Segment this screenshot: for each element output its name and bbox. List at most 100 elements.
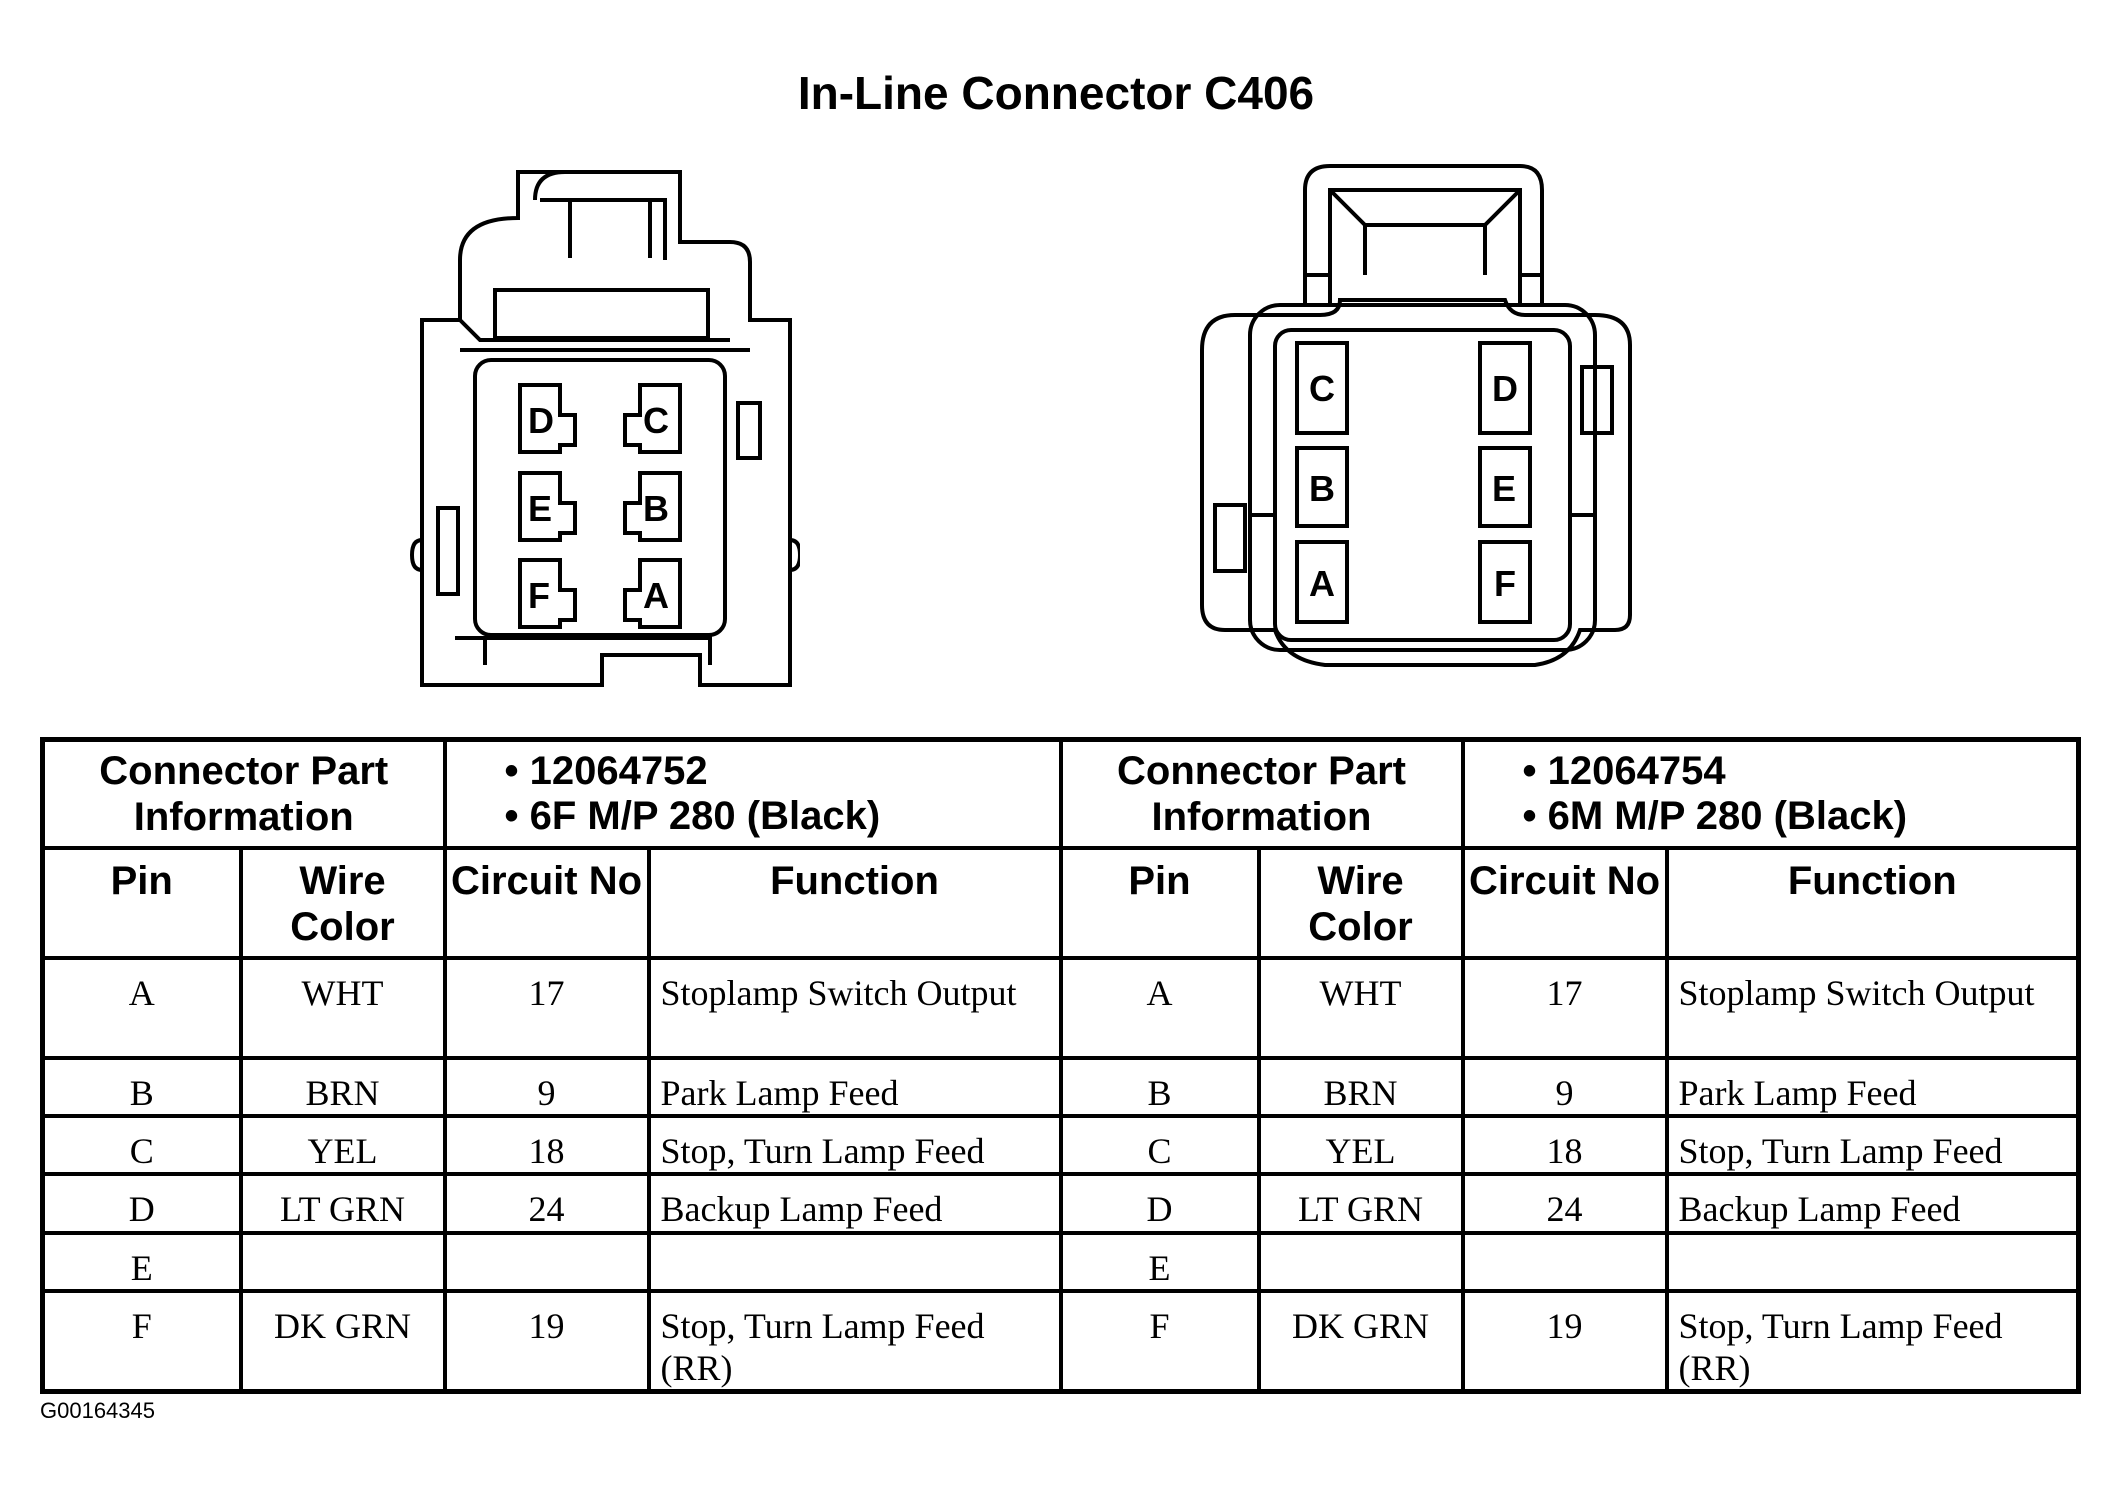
left-function-cell: Stoplamp Switch Output <box>646 955 1063 1061</box>
right-part-label: Connector Part Information <box>1058 737 1465 850</box>
left-circuit-no-cell: 24 <box>442 1172 651 1235</box>
right-pin-e-label: E <box>1492 468 1516 509</box>
right-wire-color-cell: LT GRN <box>1256 1172 1465 1235</box>
left-header-wire-color: Wire Color <box>238 845 447 961</box>
right-circuit-no-cell: 18 <box>1460 1114 1669 1177</box>
left-circuit-no-cell <box>442 1230 651 1293</box>
left-pin-c: C <box>623 383 682 454</box>
left-pin-b-label: B <box>643 488 669 529</box>
right-part-numbers: • 12064754 • 6M M/P 280 (Black) <box>1460 737 2081 850</box>
left-part-numbers: • 12064752 • 6F M/P 280 (Black) <box>442 737 1063 850</box>
part-info-row: Connector Part Information • 12064752 • … <box>40 737 2081 850</box>
right-pin-cell: B <box>1058 1056 1261 1119</box>
left-wire-color-cell: BRN <box>238 1056 447 1119</box>
left-pin-d: D <box>518 383 577 454</box>
left-part-description: • 6F M/P 280 (Black) <box>504 793 881 838</box>
right-function-cell: Backup Lamp Feed <box>1664 1172 2081 1235</box>
right-wire-color-cell: DK GRN <box>1256 1288 1465 1394</box>
left-pin-cell: E <box>40 1230 243 1293</box>
left-circuit-no-cell: 19 <box>442 1288 651 1394</box>
figure-code: G00164345 <box>40 1398 155 1423</box>
right-pin-e: E <box>1478 446 1532 528</box>
right-pin-a: A <box>1295 540 1349 624</box>
left-connector-drawing: D C E B F A <box>409 170 800 687</box>
left-wire-color-cell <box>238 1230 447 1293</box>
left-pin-e: E <box>518 471 577 542</box>
right-pin-d: D <box>1478 341 1532 435</box>
right-connector-drawing: C D B E A F <box>1200 164 1632 667</box>
right-function-cell: Park Lamp Feed <box>1664 1056 2081 1119</box>
left-header-function: Function <box>646 845 1063 961</box>
right-pin-a-label: A <box>1309 563 1335 604</box>
right-circuit-no-cell: 19 <box>1460 1288 1669 1394</box>
right-header-wire-color: Wire Color <box>1256 845 1465 961</box>
left-pin-a: A <box>623 558 682 629</box>
left-pin-cell: D <box>40 1172 243 1235</box>
left-header-circuit-no: Circuit No <box>442 845 651 961</box>
right-wire-color-cell <box>1256 1230 1465 1293</box>
right-circuit-no-cell: 17 <box>1460 955 1669 1061</box>
left-pin-d-label: D <box>528 400 554 441</box>
left-pin-c-label: C <box>643 400 669 441</box>
right-wire-color-cell: WHT <box>1256 955 1465 1061</box>
left-pin-cell: A <box>40 955 243 1061</box>
right-part-number: • 12064754 <box>1522 748 1726 793</box>
right-function-cell: Stop, Turn Lamp Feed <box>1664 1114 2081 1177</box>
left-circuit-no-cell: 9 <box>442 1056 651 1119</box>
left-wire-color-cell: YEL <box>238 1114 447 1177</box>
right-pin-b-label: B <box>1309 468 1335 509</box>
right-pin-cell: F <box>1058 1288 1261 1394</box>
right-wire-color-cell: YEL <box>1256 1114 1465 1177</box>
right-pin-c: C <box>1295 341 1349 435</box>
right-pin-b: B <box>1295 446 1349 528</box>
right-pin-cell: A <box>1058 955 1261 1061</box>
left-part-number: • 12064752 <box>504 748 708 793</box>
right-part-description: • 6M M/P 280 (Black) <box>1522 793 1908 838</box>
left-pin-cell: B <box>40 1056 243 1119</box>
right-circuit-no-cell: 9 <box>1460 1056 1669 1119</box>
right-header-circuit-no: Circuit No <box>1460 845 1669 961</box>
right-pin-cell: D <box>1058 1172 1261 1235</box>
left-header-pin: Pin <box>40 845 243 961</box>
left-function-cell: Stop, Turn Lamp Feed <box>646 1114 1063 1177</box>
right-pin-f-label: F <box>1494 563 1516 604</box>
right-function-cell <box>1664 1230 2081 1293</box>
right-pin-c-label: C <box>1309 368 1335 409</box>
column-header-row: Pin Wire Color Circuit No Function Pin W… <box>40 845 2081 961</box>
right-circuit-no-cell: 24 <box>1460 1172 1669 1235</box>
left-wire-color-cell: WHT <box>238 955 447 1061</box>
right-pin-cell: C <box>1058 1114 1261 1177</box>
right-function-cell: Stop, Turn Lamp Feed (RR) <box>1664 1288 2081 1394</box>
left-wire-color-cell: LT GRN <box>238 1172 447 1235</box>
left-part-label: Connector Part Information <box>40 737 447 850</box>
left-pin-f: F <box>518 558 577 629</box>
left-pin-e-label: E <box>528 488 552 529</box>
left-pin-b: B <box>623 471 682 542</box>
left-pin-cell: C <box>40 1114 243 1177</box>
left-pin-cell: F <box>40 1288 243 1394</box>
right-function-cell: Stoplamp Switch Output <box>1664 955 2081 1061</box>
left-function-cell: Park Lamp Feed <box>646 1056 1063 1119</box>
left-wire-color-cell: DK GRN <box>238 1288 447 1394</box>
connector-pinout-table: Connector Part Information • 12064752 • … <box>40 737 2081 1394</box>
left-function-cell: Backup Lamp Feed <box>646 1172 1063 1235</box>
diagram-title: In-Line Connector C406 <box>797 67 1315 119</box>
left-pin-a-label: A <box>643 575 669 616</box>
right-header-pin: Pin <box>1058 845 1261 961</box>
right-pin-f: F <box>1478 540 1532 624</box>
right-wire-color-cell: BRN <box>1256 1056 1465 1119</box>
right-pin-cell: E <box>1058 1230 1261 1293</box>
left-pin-f-label: F <box>528 575 550 616</box>
right-circuit-no-cell <box>1460 1230 1669 1293</box>
right-pin-d-label: D <box>1492 368 1518 409</box>
left-circuit-no-cell: 18 <box>442 1114 651 1177</box>
left-function-cell: Stop, Turn Lamp Feed (RR) <box>646 1288 1063 1394</box>
right-header-function: Function <box>1664 845 2081 961</box>
left-circuit-no-cell: 17 <box>442 955 651 1061</box>
